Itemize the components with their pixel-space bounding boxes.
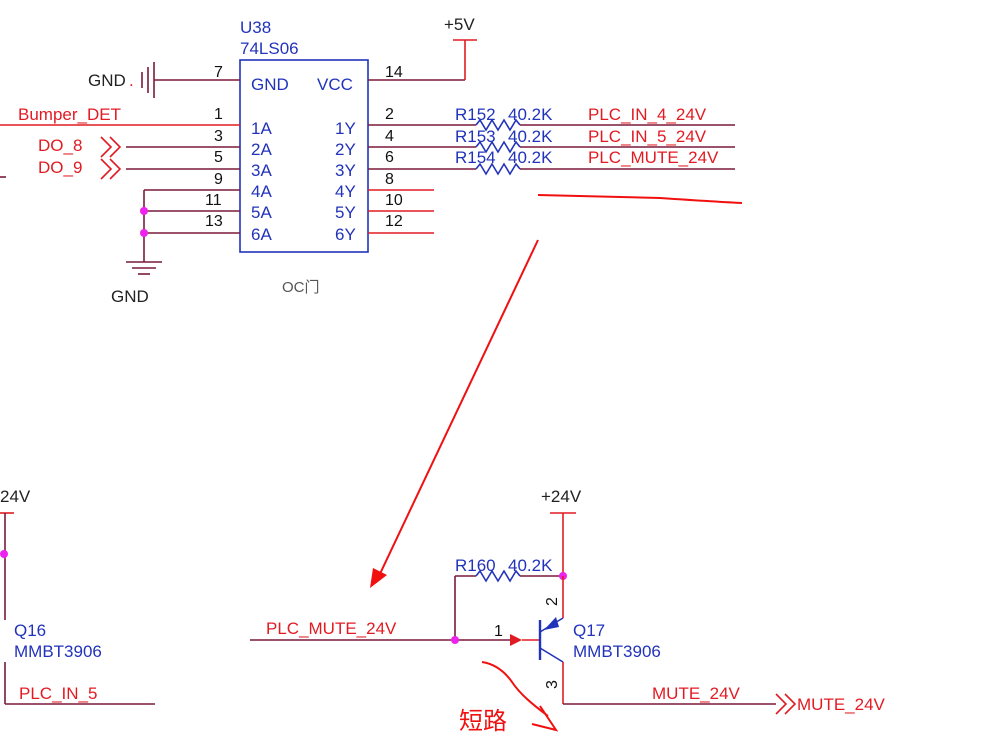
resistor-r153 — [475, 140, 521, 154]
pin-number-12: 12 — [385, 213, 403, 230]
q17-circuit: +24V R160 40.2K PLC_MUTE_24V 1 2 3 Q17 M… — [250, 487, 886, 715]
annotations: 短路 — [370, 194, 743, 735]
u38-left-wiring: GND . Bumper_DET DO_8 DO_9 GND — [0, 62, 240, 306]
pin-number-6: 6 — [385, 149, 394, 166]
r153-ref: R153 — [455, 127, 496, 146]
q17-pin-emitter: 2 — [544, 597, 561, 606]
pin-name-gnd: GND — [251, 75, 289, 94]
pin-name-1y: 1Y — [335, 119, 356, 138]
junction-dot — [0, 550, 8, 558]
r160-value: 40.2K — [508, 556, 553, 575]
pin-name-3y: 3Y — [335, 161, 356, 180]
q17-ref: Q17 — [573, 621, 605, 640]
junction-dot — [451, 636, 459, 644]
q16-part: MMBT3906 — [14, 642, 102, 661]
pin-name-vcc: VCC — [317, 75, 353, 94]
ic-body — [239, 59, 369, 253]
net-label-plc-in4: PLC_IN_4_24V — [588, 105, 707, 124]
pin-name-2y: 2Y — [335, 140, 356, 159]
do8-port-chevron1 — [100, 136, 113, 158]
net-label-plc-in5: PLC_IN_5_24V — [588, 127, 707, 146]
annotation-squiggle-arrowhead — [531, 705, 559, 732]
do9-port-chevron1 — [100, 158, 113, 180]
net-label-plc-mute-lower: PLC_MUTE_24V — [266, 619, 397, 638]
net-label-mute: MUTE_24V — [652, 684, 741, 703]
pin-number-7: 7 — [214, 64, 223, 81]
pin-name-4a: 4A — [251, 182, 272, 201]
net-label-bumper-det: Bumper_DET — [18, 105, 121, 124]
plus24v-right-label: +24V — [541, 487, 582, 506]
junction-dot — [140, 229, 148, 237]
pin-name-1a: 1A — [251, 119, 272, 138]
annotation-arrow-shaft — [377, 239, 539, 579]
ic-refdes: U38 — [240, 18, 271, 37]
ic-part-number: 74LS06 — [240, 39, 299, 58]
port-label-mute: MUTE_24V — [797, 695, 886, 714]
pin-number-11: 11 — [205, 192, 222, 209]
do9-port-chevron2 — [109, 158, 122, 180]
resistor-r154 — [475, 162, 521, 176]
net-label-do9: DO_9 — [38, 158, 82, 177]
pin-number-4: 4 — [385, 128, 394, 145]
q16-ref: Q16 — [14, 621, 46, 640]
gnd-top-label: GND — [88, 71, 126, 90]
resistor-r152 — [475, 118, 521, 132]
r153-value: 40.2K — [508, 127, 553, 146]
pin-number-2: 2 — [385, 106, 394, 123]
pin-name-5y: 5Y — [335, 203, 356, 222]
annotation-underline — [537, 194, 743, 204]
pin-number-1: 1 — [214, 106, 223, 123]
r152-value: 40.2K — [508, 105, 553, 124]
u38-right-wiring: +5V R152 40.2K R153 40.2K R154 40.2K PLC… — [368, 15, 735, 234]
net-label-do8: DO_8 — [38, 136, 82, 155]
pin-number-8: 8 — [385, 171, 394, 188]
r152-ref: R152 — [455, 105, 496, 124]
r160-ref: R160 — [455, 556, 496, 575]
pin-name-5a: 5A — [251, 203, 272, 222]
junction-dot — [140, 207, 148, 215]
q16-circuit: 24V Q16 MMBT3906 PLC_IN_5 — [0, 487, 155, 705]
r154-value: 40.2K — [508, 148, 553, 167]
gnd-bottom-label: GND — [111, 287, 149, 306]
plus5v-label: +5V — [444, 15, 475, 34]
annotation-arrow-head — [370, 568, 387, 588]
pin-name-3a: 3A — [251, 161, 272, 180]
q17-pin-collector: 3 — [544, 680, 561, 689]
q17-emitter-arrow-icon — [544, 617, 559, 630]
pin-number-9: 9 — [214, 171, 223, 188]
plus24v-left-label: 24V — [0, 487, 31, 506]
net-label-plc-in5-lower: PLC_IN_5 — [19, 684, 97, 703]
pin-name-6y: 6Y — [335, 225, 356, 244]
annotation-short-circuit: 短路 — [459, 707, 507, 735]
ic-note: OC门 — [282, 279, 320, 296]
q17-collector-lead — [539, 647, 564, 663]
r154-ref: R154 — [455, 148, 496, 167]
q17-pin-base: 1 — [494, 623, 503, 640]
pin-number-5: 5 — [214, 149, 223, 166]
ic-u38: U38 74LS06 OC门 GND 1A 2A 3A 4A 5A 6A VCC… — [205, 18, 403, 296]
mute-port-chevron2 — [784, 693, 797, 715]
pin-number-14: 14 — [385, 64, 403, 81]
pin-name-4y: 4Y — [335, 182, 356, 201]
do8-port-chevron2 — [109, 136, 122, 158]
pin-number-13: 13 — [205, 213, 223, 230]
resistor-r160 — [475, 569, 521, 583]
pin-number-3: 3 — [214, 128, 223, 145]
pin-name-6a: 6A — [251, 225, 272, 244]
net-label-plc-mute: PLC_MUTE_24V — [588, 148, 719, 167]
q17-part: MMBT3906 — [573, 642, 661, 661]
gnd-top-dot: . — [129, 71, 134, 90]
mute-port-chevron1 — [775, 693, 788, 715]
pin-name-2a: 2A — [251, 140, 272, 159]
base-arrow-icon — [510, 634, 522, 646]
annotation-squiggle — [481, 661, 549, 717]
pin-number-10: 10 — [385, 192, 403, 209]
